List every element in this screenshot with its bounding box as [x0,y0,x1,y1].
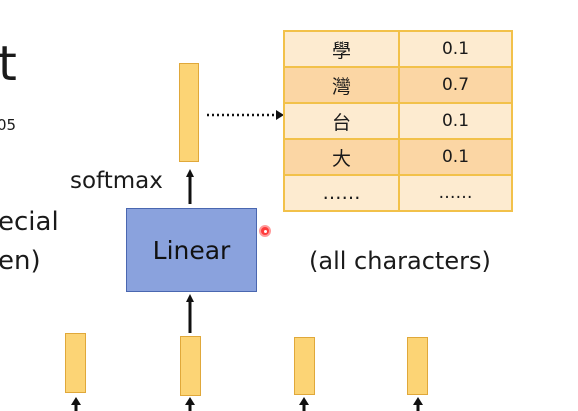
probability-cell: 0.1 [398,102,513,140]
decoder-output-vector-3 [294,337,315,395]
decoder-output-vector-1 [65,333,86,393]
character-cell: 大 [283,138,400,176]
character-cell: 學 [283,30,400,68]
output-distribution-vector [179,63,199,162]
softmax-label: softmax [70,168,163,194]
pointer-dot-icon [259,225,271,237]
token-fragment: en) [0,246,41,276]
linear-layer-block: Linear [126,208,257,292]
title-fragment: t [0,36,17,92]
table-row: 大 0.1 [283,138,513,176]
character-cell: 灣 [283,66,400,104]
table-caption: (all characters) [309,247,491,275]
probability-cell: 0.7 [398,66,513,104]
decoder-output-vector-4 [407,337,428,395]
probability-cell: 0.1 [398,30,513,68]
table-row: 台 0.1 [283,102,513,140]
probability-cell: …… [398,174,513,212]
character-cell: …… [283,174,400,212]
character-probability-table: 學 0.1 灣 0.7 台 0.1 大 0.1 …… …… [283,30,513,212]
subscript-fragment: 05 [0,116,17,134]
linear-label: Linear [152,235,231,265]
table-row: 學 0.1 [283,30,513,68]
table-row: …… …… [283,174,513,212]
probability-cell: 0.1 [398,138,513,176]
decoder-output-vector-2 [180,336,201,396]
table-row: 灣 0.7 [283,66,513,104]
special-token-fragment: ecial [0,207,59,237]
character-cell: 台 [283,102,400,140]
